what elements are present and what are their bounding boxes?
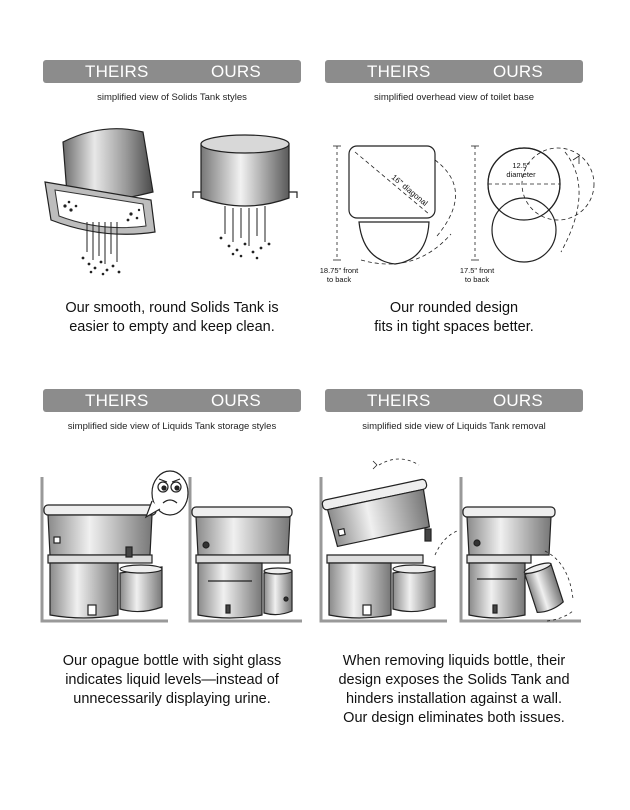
ours-toilet-removal	[459, 477, 581, 623]
theirs-front-to-back-label: to back	[327, 275, 351, 284]
ours-base-outline	[471, 145, 595, 263]
panel-subtitle: simplified view of Solids Tank styles	[97, 92, 247, 103]
ours-diameter-label: diameter	[506, 170, 536, 179]
panel-caption: Our smooth, round Solids Tank is easier …	[33, 299, 311, 337]
caption-line: fits in tight spaces better.	[374, 319, 534, 335]
theirs-label: THEIRS	[85, 391, 149, 410]
liquids-removal-illustration	[319, 458, 581, 623]
liquids-storage-illustration	[40, 470, 302, 623]
comparison-header-bar: THEIRS OURS	[43, 389, 301, 412]
theirs-rectangular-tank	[44, 128, 156, 276]
comparison-header-bar: THEIRS OURS	[325, 389, 583, 412]
panel-caption: Our rounded design fits in tight spaces …	[325, 299, 583, 337]
theirs-label: THEIRS	[367, 391, 431, 410]
theirs-label: THEIRS	[85, 62, 149, 81]
theirs-base-outline	[333, 145, 456, 265]
comparison-header-bar: THEIRS OURS	[325, 60, 583, 83]
panel-subtitle: simplified overhead view of toilet base	[373, 92, 534, 103]
caption-line: Our opague bottle with sight glass	[62, 653, 282, 669]
comparison-header-bar: THEIRS OURS	[43, 60, 301, 83]
theirs-toilet-removal	[319, 458, 458, 623]
caption-line: hinders installation against a wall.	[345, 691, 562, 707]
ours-label: OURS	[493, 391, 543, 410]
panel-caption: When removing liquids bottle, their desi…	[315, 652, 593, 728]
panel-subtitle: simplified side view of Liquids Tank rem…	[362, 421, 546, 432]
caption-line: unnecessarily displaying urine.	[73, 691, 271, 707]
caption-line: Our rounded design	[389, 300, 519, 316]
theirs-label: THEIRS	[367, 62, 431, 81]
caption-line: When removing liquids bottle, their	[342, 653, 566, 669]
overhead-base-diagram: 16" diagonal 18.75" front to back 12.5" …	[320, 145, 595, 284]
ours-diameter-label: 12.5"	[512, 161, 530, 170]
ours-round-tank	[192, 134, 298, 260]
caption-line: indicates liquid levels—instead of	[65, 672, 279, 688]
disgusted-face-icon	[144, 470, 189, 519]
theirs-front-to-back-label: 18.75" front	[320, 266, 359, 275]
ours-label: OURS	[211, 391, 261, 410]
ours-front-to-back-label: to back	[465, 275, 489, 284]
solids-tank-illustration	[44, 128, 298, 276]
caption-line: design exposes the Solids Tank and	[338, 672, 570, 688]
caption-line: easier to empty and keep clean.	[69, 319, 275, 335]
panel-caption: Our opague bottle with sight glass indic…	[33, 652, 311, 709]
ours-toilet-side	[188, 477, 302, 623]
ours-label: OURS	[211, 62, 261, 81]
panel-subtitle: simplified side view of Liquids Tank sto…	[67, 421, 277, 432]
caption-line: Our smooth, round Solids Tank is	[65, 300, 279, 316]
ours-label: OURS	[493, 62, 543, 81]
ours-front-to-back-label: 17.5" front	[460, 266, 495, 275]
caption-line: Our design eliminates both issues.	[343, 710, 565, 726]
theirs-toilet-side	[40, 477, 168, 623]
